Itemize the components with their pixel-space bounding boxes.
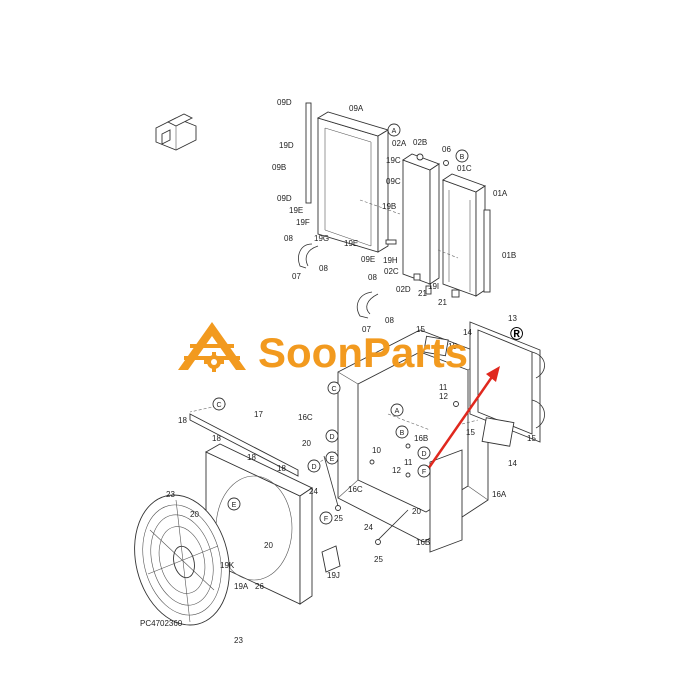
label-18-b: 18	[212, 434, 221, 443]
label-18-c: 18	[247, 453, 256, 462]
label-15-b: 15	[448, 342, 457, 351]
label-02B: 02B	[413, 138, 427, 147]
label-16C-b: 16C	[348, 485, 363, 494]
radiator-core-assembly	[298, 102, 491, 319]
label-01A: 01A	[493, 189, 508, 198]
label-21-a: 21	[418, 289, 427, 298]
label-24-a: 24	[309, 487, 318, 496]
callout-D-frame: D	[329, 434, 334, 441]
callout-A-top: A	[392, 128, 397, 135]
label-19G: 19G	[314, 234, 329, 243]
part-labels: 09D 09A 19D 09B 09D 19E 19F 08 19G 19E 0…	[166, 98, 536, 645]
label-20-b: 20	[190, 510, 199, 519]
pointer-arrow	[424, 366, 500, 473]
label-16B-b: 16B	[416, 538, 430, 547]
label-19A: 19A	[234, 582, 249, 591]
label-09C: 09C	[386, 177, 401, 186]
callout-E-frame: E	[330, 456, 335, 463]
callout-E-shroud: E	[232, 502, 237, 509]
label-08-a: 08	[284, 234, 293, 243]
label-25-a: 25	[334, 514, 343, 523]
label-09D-bot: 09D	[277, 194, 292, 203]
label-01B: 01B	[502, 251, 516, 260]
radiator-frame	[337, 321, 545, 553]
label-14-b: 14	[508, 459, 517, 468]
label-02A: 02A	[392, 139, 407, 148]
label-13: 13	[508, 314, 517, 323]
label-19C-a: 19C	[386, 156, 401, 165]
label-14-a: 14	[463, 328, 472, 337]
callout-B-top: B	[460, 154, 465, 161]
label-12-b: 12	[392, 466, 401, 475]
label-20-a: 20	[302, 439, 311, 448]
label-07-b: 07	[362, 325, 371, 334]
label-23-b: 23	[234, 636, 243, 645]
drawing-code: PC4702360	[140, 619, 183, 628]
label-24-b: 24	[364, 523, 373, 532]
label-01C: 01C	[457, 164, 472, 173]
label-08-b: 08	[319, 264, 328, 273]
callout-F-frame: F	[324, 516, 328, 523]
label-09B: 09B	[272, 163, 286, 172]
label-09A: 09A	[349, 104, 364, 113]
gear-icon	[204, 352, 224, 372]
label-19B: 19B	[382, 202, 396, 211]
label-16C-a: 16C	[298, 413, 313, 422]
label-09D-top: 09D	[277, 98, 292, 107]
label-08-d: 08	[385, 316, 394, 325]
label-19E-a: 19E	[289, 206, 303, 215]
label-12-a: 12	[439, 392, 448, 401]
soonparts-logo: SoonParts ®	[178, 322, 523, 376]
label-25-b: 25	[374, 555, 383, 564]
label-10: 10	[372, 446, 381, 455]
machine-reference-icon	[155, 113, 197, 151]
label-20-d: 20	[412, 507, 421, 516]
label-17: 17	[254, 410, 263, 419]
label-19H: 19H	[383, 256, 398, 265]
label-19E-b: 19E	[344, 239, 358, 248]
label-15-c: 15	[466, 428, 475, 437]
label-19F: 19F	[296, 218, 310, 227]
callout-C-left: C	[216, 402, 221, 409]
label-02D: 02D	[396, 285, 411, 294]
label-08-c: 08	[368, 273, 377, 282]
label-07-a: 07	[292, 272, 301, 281]
label-18-a: 18	[178, 416, 187, 425]
label-06: 06	[442, 145, 451, 154]
label-19I: 19I	[428, 282, 439, 291]
support-rods	[323, 455, 409, 545]
callout-B-frame: B	[400, 430, 405, 437]
watermark-text: SoonParts	[258, 329, 468, 376]
label-19K: 19K	[220, 561, 235, 570]
callout-markers: A B C C D E F A B D F E D	[212, 123, 469, 525]
label-18-d: 18	[277, 464, 286, 473]
label-23-a: 23	[166, 490, 175, 499]
label-15-a: 15	[416, 325, 425, 334]
label-26: 26	[255, 582, 264, 591]
label-19J: 19J	[327, 571, 340, 580]
label-09E: 09E	[361, 255, 375, 264]
label-16B: 16B	[414, 434, 428, 443]
callout-D-shroud: D	[311, 464, 316, 471]
label-16A: 16A	[492, 490, 507, 499]
callout-F-right: F	[422, 469, 426, 476]
label-11-b: 11	[404, 458, 413, 467]
label-21-b: 21	[438, 298, 447, 307]
label-19D: 19D	[279, 141, 294, 150]
callout-C-frame: C	[331, 386, 336, 393]
callout-D-right: D	[421, 451, 426, 458]
callout-A-frame: A	[395, 408, 400, 415]
label-02C: 02C	[384, 267, 399, 276]
label-20-c: 20	[264, 541, 273, 550]
label-15-d: 15	[527, 434, 536, 443]
cooling-fan	[134, 494, 230, 626]
label-11-a: 11	[439, 383, 448, 392]
registered-mark: ®	[510, 324, 523, 344]
